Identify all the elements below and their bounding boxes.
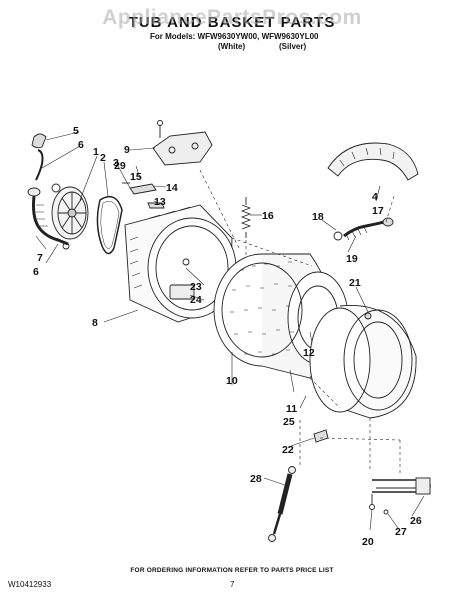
guide-lines: [199, 169, 401, 476]
bracket-part: [152, 120, 213, 166]
spring-part: [240, 197, 252, 238]
leader-lines: [35, 131, 425, 531]
callout-10: 10: [226, 375, 238, 387]
callout-28: 28: [250, 473, 262, 485]
basket-part: [213, 253, 349, 379]
callout-7: 7: [37, 252, 43, 264]
callout-20: 20: [362, 536, 374, 548]
callout-27: 27: [395, 526, 407, 538]
callout-6-bottom: 6: [33, 266, 39, 278]
callout-22: 22: [282, 444, 294, 456]
hose-clamp-part: [333, 217, 394, 241]
callout-25: 25: [283, 416, 295, 428]
callout-23: 23: [190, 281, 202, 293]
document-number: W10412933: [8, 580, 52, 589]
callout-29: 29: [114, 160, 126, 172]
clip-part: [313, 429, 329, 443]
callout-21: 21: [349, 277, 361, 289]
callout-9: 9: [124, 144, 130, 156]
front-tub-part: [309, 304, 417, 419]
callout-24: 24: [190, 294, 202, 306]
page-number: 7: [230, 580, 235, 589]
pulley-part: [51, 183, 89, 240]
callout-14: 14: [166, 182, 178, 194]
callout-5: 5: [73, 125, 79, 137]
callout-19: 19: [346, 253, 358, 265]
callout-3: 3: [113, 157, 119, 169]
callout-8: 8: [92, 317, 98, 329]
color-silver-label: (Silver): [279, 42, 307, 51]
callout-12: 12: [303, 347, 315, 359]
belt-part: [96, 195, 123, 255]
ordering-info: FOR ORDERING INFORMATION REFER TO PARTS …: [130, 567, 334, 574]
callout-4: 4: [372, 191, 378, 203]
drain-hose-part: [27, 133, 70, 250]
damper-part: [268, 466, 296, 542]
callout-1: 1: [93, 146, 99, 158]
shroud-part: [327, 142, 419, 181]
callout-11: 11: [286, 403, 297, 415]
callout-13: 13: [154, 196, 166, 208]
callout-labels: 5 6 1 2 3 15 29 9 14 13 16 4 17 18 19 21…: [33, 125, 422, 548]
rear-tub-part: [124, 204, 237, 323]
models-line: For Models: WFW9630YW00, WFW9630YL00: [150, 32, 319, 41]
callout-17: 17: [372, 205, 384, 217]
callout-16: 16: [262, 210, 274, 222]
callout-18: 18: [312, 211, 324, 223]
heater-part: [369, 477, 431, 515]
color-white-label: (White): [218, 42, 246, 51]
callout-26: 26: [410, 515, 422, 527]
page-title: TUB AND BASKET PARTS: [128, 14, 336, 31]
callout-6-top: 6: [78, 139, 84, 151]
callout-2: 2: [100, 152, 106, 164]
callout-15: 15: [130, 171, 142, 183]
